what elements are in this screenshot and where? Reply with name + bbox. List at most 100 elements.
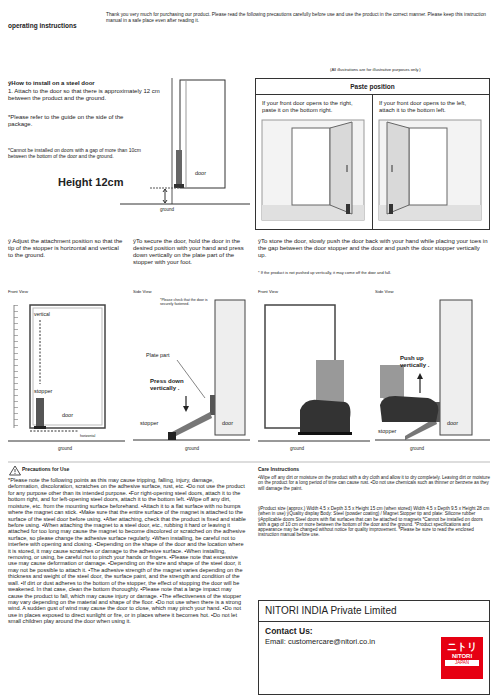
part-label: door [447,420,458,426]
side-view-push-up [380,396,438,422]
view-label: Front View [8,290,28,295]
side-view-push-up [417,373,423,379]
part-label: stopper [34,388,52,394]
front-view-adjust [8,305,125,441]
part-label: ground [185,446,199,451]
dimension-label: Height 12cm [58,176,123,189]
paste-position-illustration [262,205,364,220]
part-label: ground [290,446,304,451]
brand-logo: ニトリNITORIJAPAN [441,637,483,679]
precautions-text: *Please note the following points as thi… [8,477,246,625]
section-rule [8,462,490,463]
note: (All illustrations are for illustrative … [330,68,421,73]
box-heading: Paste position [256,79,489,95]
part-label: Plate part [146,352,170,358]
install-illustration [120,204,250,205]
front-view-adjust [8,441,125,442]
box-heading: If your front door opens to the right, p… [256,95,372,118]
side-view-push-up [375,440,490,441]
part-label: door [195,170,206,176]
front-view-adjust [30,305,105,428]
note: *Please check that the door is securely … [160,298,212,306]
install-illustration [176,150,182,186]
warning-symbol [15,469,16,472]
warning-symbol [15,473,16,474]
warning-symbol [10,466,21,475]
section-rule [8,462,490,463]
part-label: stopper [378,428,396,434]
paste-position-illustration [262,120,481,220]
note: *Cannot be installed on doors with a gap… [8,148,148,160]
front-view-adjust [40,320,41,384]
box-text: Contact Us: [259,622,489,639]
side-view-push-up [440,300,472,435]
part-label: vertical [34,312,50,318]
front-view-store [258,441,370,442]
box-text: Email: customercare@nitori.co.in [259,638,419,647]
paste-position-illustration [262,120,364,220]
paste-position-illustration [387,122,409,214]
install-illustration [120,78,250,204]
side-view-press [215,300,245,435]
paste-position-illustration [409,128,447,205]
section-heading: ÿHow to install on a steel door [8,80,95,87]
paste-position-illustration [292,128,330,205]
step-text: ÿ Adjust the attachment position so that… [8,238,123,259]
part-label: horizontal [80,434,95,438]
view-label: Side View [375,290,394,295]
install-illustration [180,80,225,188]
install-illustration [174,184,184,188]
part-label: door [222,420,233,426]
install-illustration [172,78,173,204]
front-view-adjust [34,426,46,429]
section-heading: Care Instructions [258,467,299,473]
part-label: stopper [140,420,158,426]
front-view-adjust [30,431,78,432]
note: * If the product is not pushed up vertic… [258,271,488,276]
side-view-press [172,412,212,438]
side-view-press [168,432,176,440]
box-heading: NITORI INDIA Private Limited [259,601,489,622]
front-view-adjust [33,308,102,425]
box-text: NITORI [441,653,483,660]
front-view-store [258,305,370,441]
side-view-press [183,406,189,412]
action-label: Push up vertically . [400,355,440,369]
paste-position-illustration [347,165,348,172]
paste-position-illustration [389,204,393,214]
paste-position-illustration [330,122,352,214]
step-text: ÿTo secure the door, hold the door in th… [133,238,248,266]
side-view-push-up [380,365,404,398]
front-view-store [300,400,350,432]
note: *Please refer to the guide on the side o… [8,114,143,128]
view-label: Front View [258,290,278,295]
box-heading: If your front door opens to the left, at… [373,95,489,118]
part-label: door [62,412,73,418]
install-illustration [165,189,166,203]
install-illustration [186,80,187,188]
action-label: Press down vertically . [150,378,192,392]
side-view-press [133,440,250,441]
paste-position-illustration [392,165,393,172]
side-view-press [210,395,215,415]
paste-panel: If your front door opens to the left, at… [373,95,489,229]
step-text: ÿTo store the door, slowly push the door… [258,238,488,259]
side-view-press [133,300,250,440]
view-label: Side View [133,290,152,295]
paste-panel: If your front door opens to the right, p… [256,95,373,229]
front-view-adjust [36,398,44,426]
instruction-text: 1. Attach to the door so that there is a… [8,88,168,102]
paste-position-illustration [346,204,350,214]
side-view-push-up [419,377,420,393]
install-illustration [163,189,167,203]
front-view-store [316,360,344,402]
page-title: operating instructions [8,22,77,29]
section-heading: Precautions for Use [22,467,69,473]
intro-text: Thank you very much for purchasing our p… [106,12,491,23]
care-text: •Wipe off any dirt or moisture on the pr… [258,475,490,491]
front-view-store [298,432,352,435]
contact-box: NITORI INDIA Private LimitedContact Us:E… [258,600,490,695]
spec-text: ÿProduct size (approx.) Width 4.5 x Dept… [258,506,490,538]
part-label: ground [160,207,174,212]
